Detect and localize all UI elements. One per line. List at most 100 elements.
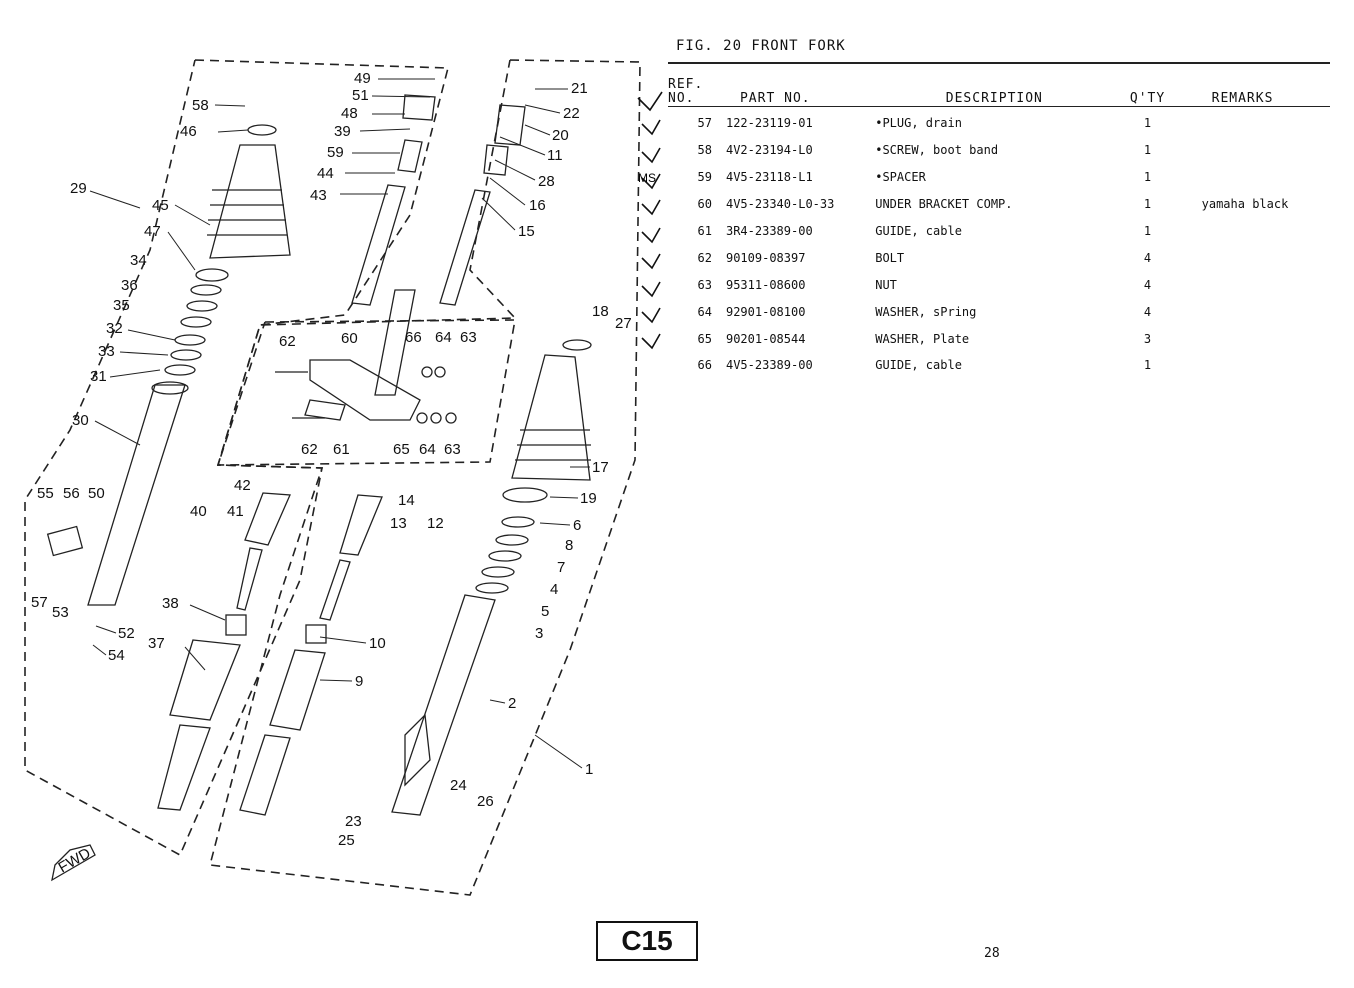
callout: 41	[227, 503, 244, 520]
callout: 54	[108, 647, 125, 664]
callout: 62	[301, 441, 318, 458]
page-code-box: C15	[596, 921, 698, 961]
callout: 55	[37, 485, 54, 502]
left-fork-boundary	[24, 59, 450, 857]
callout: 21	[571, 80, 588, 97]
callout: 42	[234, 477, 251, 494]
part-header: PART NO.	[739, 91, 811, 106]
callout: 15	[518, 223, 535, 240]
callout: 53	[52, 604, 69, 621]
table-top-rule	[668, 62, 1330, 64]
callout: 11	[547, 147, 563, 164]
callout: 56	[63, 485, 80, 502]
under-bracket	[309, 359, 421, 421]
callout: 49	[354, 70, 371, 87]
callout: 1	[585, 761, 593, 778]
callout: 13	[390, 515, 407, 532]
page-number: 28	[984, 946, 1000, 961]
callout: 22	[563, 105, 580, 122]
handwritten-note: MS	[638, 171, 656, 185]
callout: 52	[118, 625, 135, 642]
right-fork-boundary	[208, 59, 641, 896]
callout: 14	[398, 492, 415, 509]
callout: 47	[144, 223, 161, 240]
qty-header: Q'TY	[1129, 91, 1166, 106]
callout: 7	[557, 559, 565, 576]
callout: 6	[573, 517, 581, 534]
callout: 60	[341, 330, 358, 347]
callout: 38	[162, 595, 179, 612]
callout: 12	[427, 515, 444, 532]
callout: 30	[72, 412, 89, 429]
callout: 28	[538, 173, 555, 190]
table-header-row: REF.NO. PART NO. DESCRIPTION Q'TY REMARK…	[668, 68, 1354, 110]
callout: 25	[338, 832, 355, 849]
ref-header: REF.NO.	[668, 77, 704, 106]
callout: 35	[113, 297, 130, 314]
callout: 8	[565, 537, 573, 554]
callout: 29	[70, 180, 87, 197]
callout: 44	[317, 165, 334, 182]
desc-header: DESCRIPTION	[945, 91, 1043, 106]
callout: 4	[550, 581, 558, 598]
callout-labels: 1 2 3 4 5 6 7 8 9 10 11 12 13 14 15 16 1…	[31, 70, 632, 849]
right-outer-tube	[391, 594, 496, 816]
figure-title: FIG. 20 FRONT FORK	[676, 38, 846, 54]
callout: 64	[419, 441, 436, 458]
callout: 63	[444, 441, 461, 458]
callout: 51	[352, 87, 369, 104]
callout: 32	[106, 320, 123, 337]
callout: 58	[192, 97, 209, 114]
callout: 31	[90, 368, 107, 385]
callout: 45	[152, 197, 169, 214]
callout: 23	[345, 813, 362, 830]
fwd-arrow-icon	[51, 844, 96, 882]
callout: 62	[279, 333, 296, 350]
callout: 2	[508, 695, 516, 712]
callout: 64	[435, 329, 452, 346]
callout: 48	[341, 105, 358, 122]
callout: 59	[327, 144, 344, 161]
callout: 40	[190, 503, 207, 520]
callout: 3	[535, 625, 543, 642]
callout: 16	[529, 197, 546, 214]
callout: 5	[541, 603, 549, 620]
callout: 19	[580, 490, 597, 507]
callout: 17	[592, 459, 609, 476]
right-boot	[511, 354, 591, 481]
callout: 9	[355, 673, 363, 690]
callout: 26	[477, 793, 494, 810]
front-fork-exploded-diagram: FWD 1 2 3 4 5 6 7 8 9 10 11 12 13 14 15 …	[24, 59, 641, 896]
callout: 34	[130, 252, 147, 269]
callout: 37	[148, 635, 165, 652]
callout: 50	[88, 485, 105, 502]
bracket-boundary	[216, 319, 516, 466]
callout: 24	[450, 777, 467, 794]
callout: 46	[180, 123, 197, 140]
callout: 10	[369, 635, 386, 652]
callout: 61	[333, 441, 350, 458]
callout: 66	[405, 329, 422, 346]
callout: 18	[592, 303, 609, 320]
callout: 27	[615, 315, 632, 332]
callout: 65	[393, 441, 410, 458]
table-header-rule	[668, 106, 1330, 107]
callout: 20	[552, 127, 569, 144]
left-boot	[209, 144, 291, 259]
callout: 63	[460, 329, 477, 346]
callout: 36	[121, 277, 138, 294]
callout: 39	[334, 123, 351, 140]
left-outer-tube	[87, 384, 186, 606]
callout: 33	[98, 343, 115, 360]
parts-table: REF.NO. PART NO. DESCRIPTION Q'TY REMARK…	[668, 68, 1354, 379]
